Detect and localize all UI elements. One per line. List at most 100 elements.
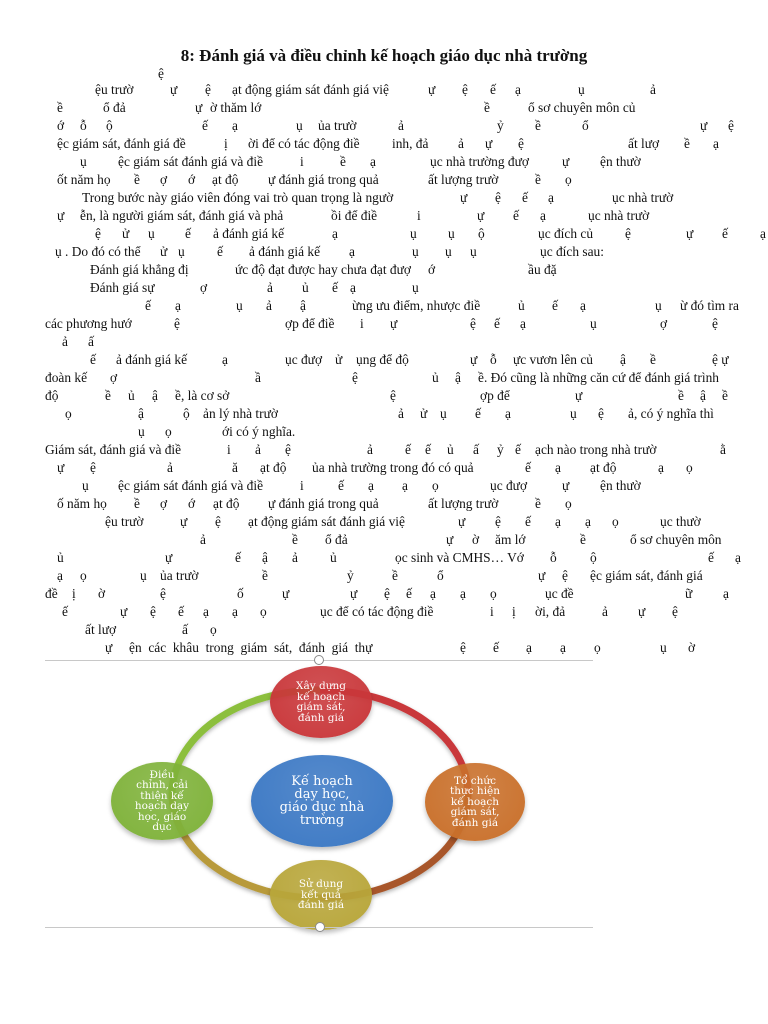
text-fragment: ục nhà trường đượ	[430, 154, 529, 169]
text-fragment: ự	[575, 388, 583, 403]
text-fragment: ệu trườ	[105, 514, 144, 529]
text-fragment: ồi để điề	[331, 208, 378, 223]
text-fragment: ện thườ	[600, 154, 641, 169]
text-fragment: ệ	[598, 406, 604, 421]
text-fragment: ề	[535, 496, 541, 511]
text-fragment: ủa trườ	[160, 568, 199, 583]
text-fragment: ụ	[148, 226, 155, 241]
text-line: ệ	[0, 66, 768, 84]
text-fragment: ậ	[262, 550, 268, 565]
text-fragment: ấ	[182, 622, 188, 637]
text-fragment: ử	[160, 244, 168, 259]
text-fragment: ề	[340, 154, 346, 169]
text-fragment: ự đánh giá trong quả	[268, 172, 379, 187]
text-fragment: ệ	[95, 226, 101, 241]
text-fragment: ệ	[90, 460, 96, 475]
text-fragment: ợp để điề	[285, 316, 335, 331]
text-fragment: ế	[338, 478, 344, 493]
node-implement-plan: Tổ chức thực hiện kế hoạch giám sát, đán…	[425, 763, 525, 841]
text-fragment: ạ	[57, 568, 63, 583]
text-fragment: ế	[513, 208, 519, 223]
text-fragment: ệ	[712, 316, 718, 331]
text-fragment: ệ	[384, 586, 390, 601]
text-fragment: ế	[490, 82, 496, 97]
text-fragment: ạ	[713, 136, 719, 151]
text-fragment: ự	[700, 118, 708, 133]
text-fragment: ọ	[686, 460, 693, 475]
text-fragment: ủ	[128, 388, 135, 403]
text-fragment: ọc sinh và CMHS… Vớ	[395, 550, 524, 565]
text-fragment: ả, có ý nghĩa thì	[628, 406, 714, 421]
text-fragment: ự	[446, 532, 454, 547]
text-fragment: ậ	[138, 406, 144, 421]
text-fragment: ừng ưu điểm, nhược điề	[352, 298, 481, 313]
text-fragment: ề	[535, 118, 541, 133]
text-fragment: ục để có tác động điề	[320, 604, 434, 619]
text-fragment: ự	[350, 586, 358, 601]
text-fragment: i	[417, 208, 421, 223]
text-fragment: ệ	[495, 190, 501, 205]
text-fragment: ệc giám sát, đánh giá	[590, 568, 703, 583]
text-fragment: ự	[428, 82, 436, 97]
text-fragment: ạ	[526, 640, 532, 655]
text-fragment: ử	[335, 352, 343, 367]
text-fragment: ọ	[612, 514, 619, 529]
text-fragment: ạt động giám sát đánh giá việ	[248, 514, 405, 529]
text-fragment: ụ	[590, 316, 597, 331]
text-fragment: ục đề	[545, 586, 574, 601]
text-fragment: ề	[292, 532, 298, 547]
text-fragment: ế	[552, 298, 558, 313]
text-fragment: ộ	[106, 118, 113, 133]
text-fragment: ệ	[562, 568, 568, 583]
text-fragment: ợ	[200, 280, 208, 295]
text-fragment: ạ	[368, 478, 374, 493]
text-fragment: ụ	[82, 478, 89, 493]
text-fragment: ả	[200, 532, 206, 547]
text-fragment: ụ	[470, 244, 477, 259]
text-fragment: ụ	[138, 424, 145, 439]
text-fragment: ớ	[188, 496, 196, 511]
text-fragment: ế	[178, 604, 184, 619]
top-resize-handle[interactable]	[314, 655, 324, 665]
text-fragment: ủa trườ	[318, 118, 357, 133]
text-fragment: ự	[470, 352, 478, 367]
text-fragment: ủ	[57, 550, 64, 565]
text-fragment: ổ	[582, 118, 589, 133]
text-fragment: ấ	[473, 442, 479, 457]
text-fragment: ạt độ	[590, 460, 617, 475]
text-fragment: ạ	[175, 298, 181, 313]
section-title: 8: Đánh giá và điều chỉnh kế hoạch giáo …	[180, 46, 588, 65]
text-fragment: ục đượ	[285, 352, 323, 367]
text-fragment: ự	[638, 604, 646, 619]
text-fragment: ạ	[430, 586, 436, 601]
text-fragment: các phương hướ	[45, 316, 132, 331]
text-fragment: ạ	[520, 316, 526, 331]
text-fragment: ự	[485, 136, 493, 151]
text-fragment: ề, là cơ sở	[175, 388, 230, 403]
text-fragment: ự	[165, 550, 173, 565]
text-fragment: ả	[398, 406, 404, 421]
text-fragment: ụ	[178, 244, 185, 259]
text-fragment: ế	[475, 406, 481, 421]
text-fragment: ế	[185, 226, 191, 241]
text-fragment: ạ	[515, 82, 521, 97]
text-fragment: ộ	[478, 226, 485, 241]
text-fragment: ệc giám sát đánh giá và điề	[118, 154, 264, 169]
text-fragment: ế	[493, 640, 499, 655]
text-fragment: ợ	[660, 316, 668, 331]
node-adjust-plan: Điều chỉnh, cải thiện kế hoạch dạy học, …	[111, 762, 213, 840]
text-fragment: ất lượ	[85, 622, 117, 637]
text-fragment: ục nhà trườ	[588, 208, 650, 223]
text-fragment: ệ	[205, 82, 211, 97]
text-fragment: ỗ	[80, 118, 87, 133]
bottom-resize-handle[interactable]	[315, 922, 325, 932]
text-fragment: ế	[406, 586, 412, 601]
text-fragment: ự	[562, 154, 570, 169]
